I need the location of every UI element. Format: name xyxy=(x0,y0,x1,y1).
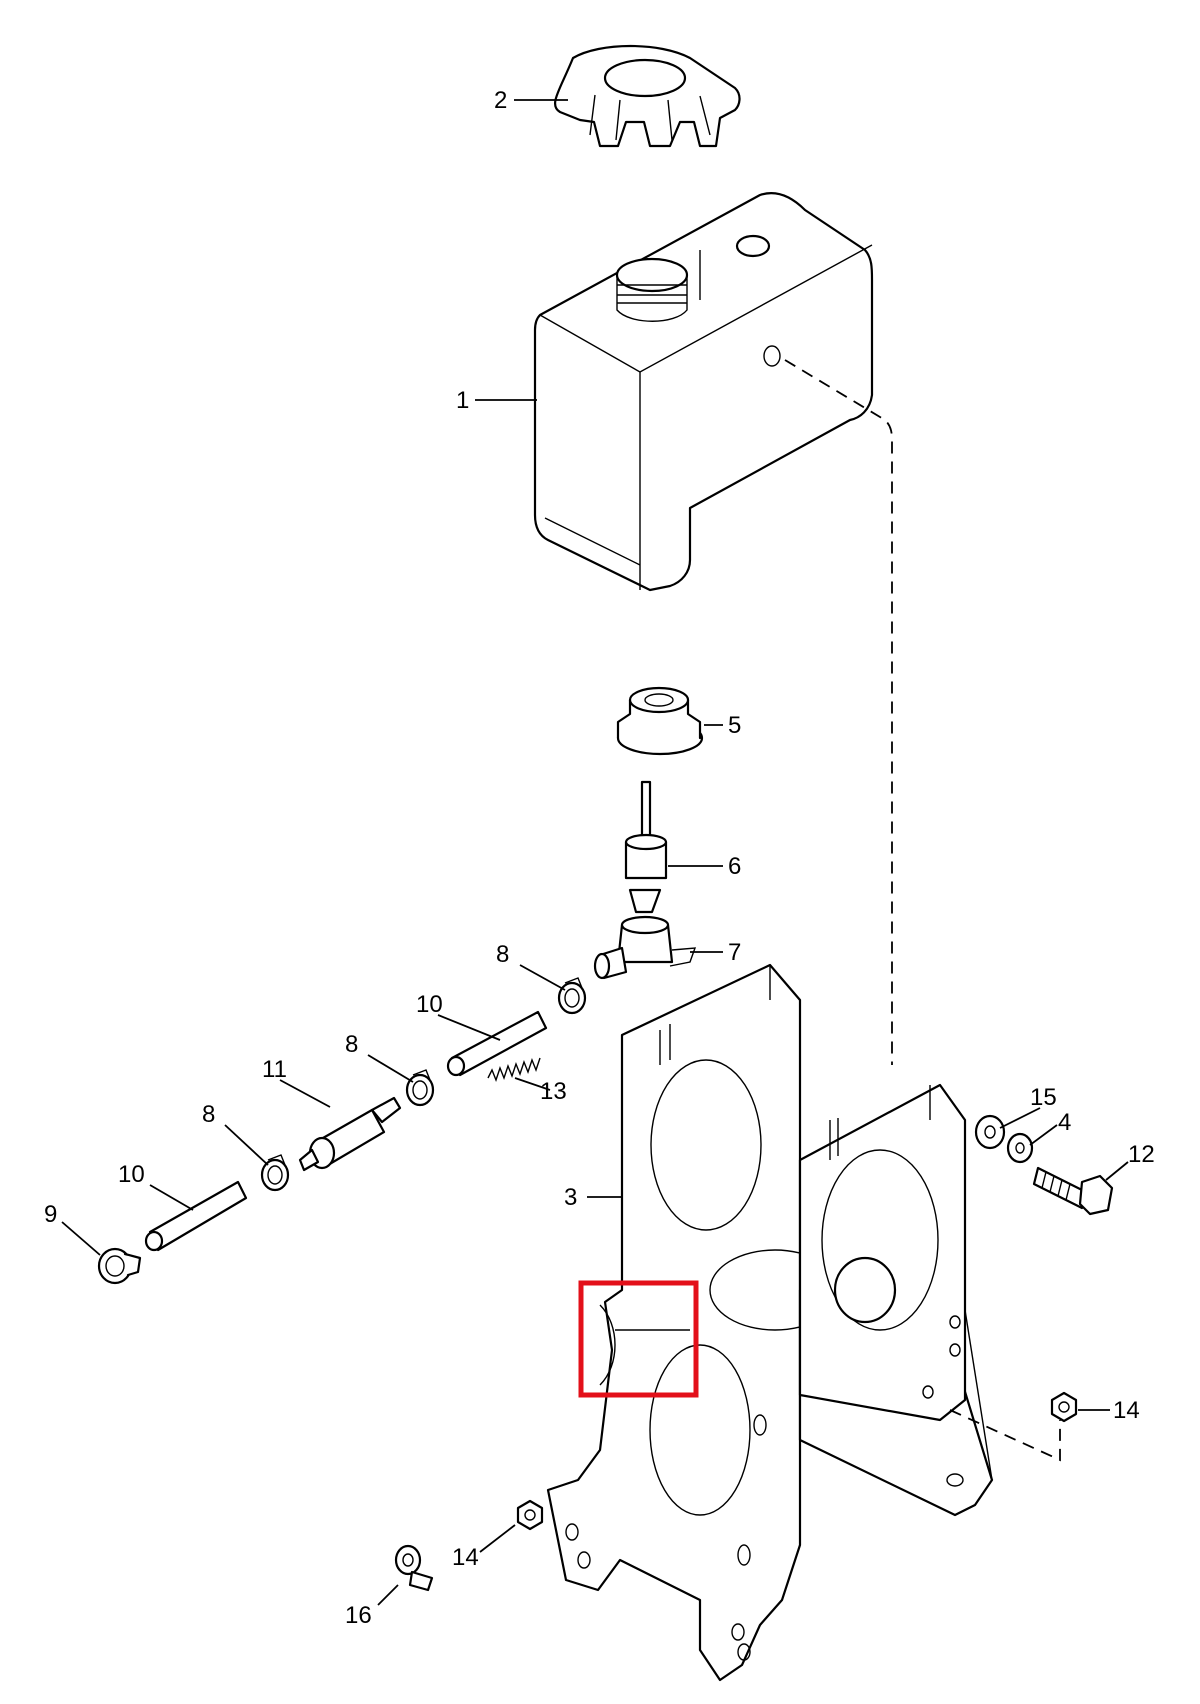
callout-8-lower: 8 xyxy=(202,1101,215,1128)
callout-12: 12 xyxy=(1128,1141,1155,1168)
assembly-line-tank xyxy=(784,359,893,1065)
part-10-hose-upper xyxy=(446,1010,548,1077)
part-4-lock-washer xyxy=(1006,1132,1034,1164)
part-13-spring xyxy=(487,1057,541,1083)
assembly-line-nut xyxy=(949,1409,1061,1462)
callout-16: 16 xyxy=(345,1602,372,1629)
part-6-valve-stem xyxy=(624,780,668,914)
callout-1: 1 xyxy=(456,387,469,414)
callout-10-upper: 10 xyxy=(416,991,443,1018)
callout-9: 9 xyxy=(44,1201,57,1228)
callout-6: 6 xyxy=(728,853,741,880)
callout-2: 2 xyxy=(494,87,507,114)
part-8-hose-clamp-upper xyxy=(557,977,587,1015)
part-12-bolt xyxy=(1032,1166,1114,1216)
part-5-grommet xyxy=(616,686,704,756)
part-2-filler-cap xyxy=(554,44,741,148)
callout-11: 11 xyxy=(262,1056,287,1083)
callout-labels: 2 1 5 6 7 8 10 13 8 11 8 10 9 3 15 4 12 … xyxy=(44,87,1155,1629)
callout-3: 3 xyxy=(564,1184,577,1211)
part-14-nut-left xyxy=(516,1499,544,1531)
callout-8-middle: 8 xyxy=(345,1031,358,1058)
part-1-tank xyxy=(533,192,874,592)
callout-4: 4 xyxy=(1058,1109,1071,1136)
part-16-cable-clip xyxy=(394,1544,434,1592)
part-10-hose-lower xyxy=(144,1180,248,1252)
callout-8-upper: 8 xyxy=(496,941,509,968)
part-9-clamp xyxy=(97,1247,142,1285)
highlight-box xyxy=(578,1280,699,1398)
part-8-hose-clamp-lower xyxy=(260,1154,290,1192)
part-11-fuel-filter xyxy=(298,1096,402,1172)
callout-15: 15 xyxy=(1030,1084,1057,1111)
part-7-fuel-valve xyxy=(593,915,697,980)
callout-14-left: 14 xyxy=(452,1544,479,1571)
leader-lines xyxy=(61,99,1129,1606)
callout-14-right: 14 xyxy=(1113,1397,1140,1424)
callout-10-lower: 10 xyxy=(118,1161,145,1188)
callout-13: 13 xyxy=(540,1078,567,1105)
callout-7: 7 xyxy=(728,939,741,966)
part-14-nut-right xyxy=(1050,1391,1078,1423)
part-15-washer xyxy=(974,1114,1006,1150)
part-8-hose-clamp-middle xyxy=(405,1069,435,1107)
callout-5: 5 xyxy=(728,712,741,739)
part-3-bracket xyxy=(546,963,994,1682)
